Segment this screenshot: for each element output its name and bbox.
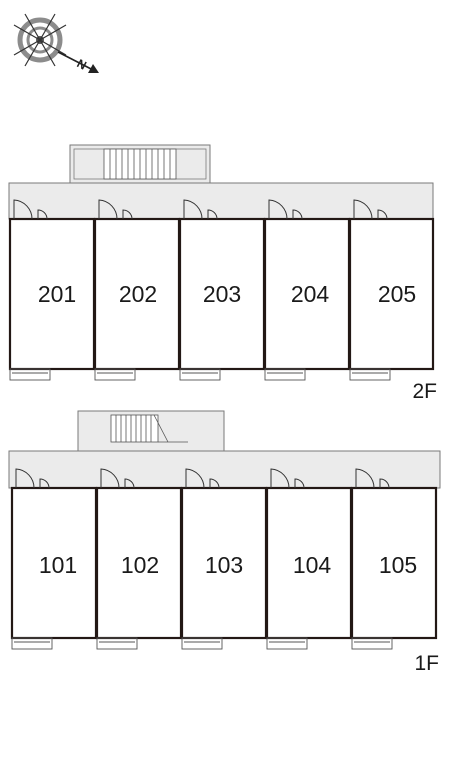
compass-icon: N xyxy=(13,13,99,73)
doors-1f xyxy=(15,468,390,489)
room-label-102: 102 xyxy=(121,552,159,578)
room-label-203: 203 xyxy=(203,281,241,307)
room-203 xyxy=(178,217,266,371)
room-102 xyxy=(95,486,183,640)
balconies-1f xyxy=(11,637,393,650)
room-label-105: 105 xyxy=(379,552,417,578)
room-label-205: 205 xyxy=(378,281,416,307)
room-103 xyxy=(180,486,268,640)
room-label-201: 201 xyxy=(38,281,76,307)
north-label: N xyxy=(75,56,89,72)
room-label-204: 204 xyxy=(291,281,330,307)
room-204 xyxy=(263,217,351,371)
stairs-2f xyxy=(103,148,177,180)
corridor-1f xyxy=(8,450,441,489)
stairs-1f xyxy=(110,414,188,443)
room-label-104: 104 xyxy=(293,552,332,578)
room-105 xyxy=(350,486,438,640)
room-205 xyxy=(348,217,435,371)
room-label-202: 202 xyxy=(119,281,157,307)
floor-2f: 201 202 203 204 205 2F xyxy=(8,144,437,403)
room-label-103: 103 xyxy=(205,552,243,578)
room-label-101: 101 xyxy=(39,552,77,578)
room-202 xyxy=(93,217,181,371)
floor-label-1f: 1F xyxy=(414,652,439,675)
floor-label-2f: 2F xyxy=(412,380,437,403)
floor-1f: 101 102 103 104 105 1F xyxy=(8,410,441,675)
doors-2f xyxy=(13,199,388,220)
balconies-2f xyxy=(9,368,391,381)
room-101 xyxy=(10,486,98,640)
corridor-2f xyxy=(8,182,434,220)
